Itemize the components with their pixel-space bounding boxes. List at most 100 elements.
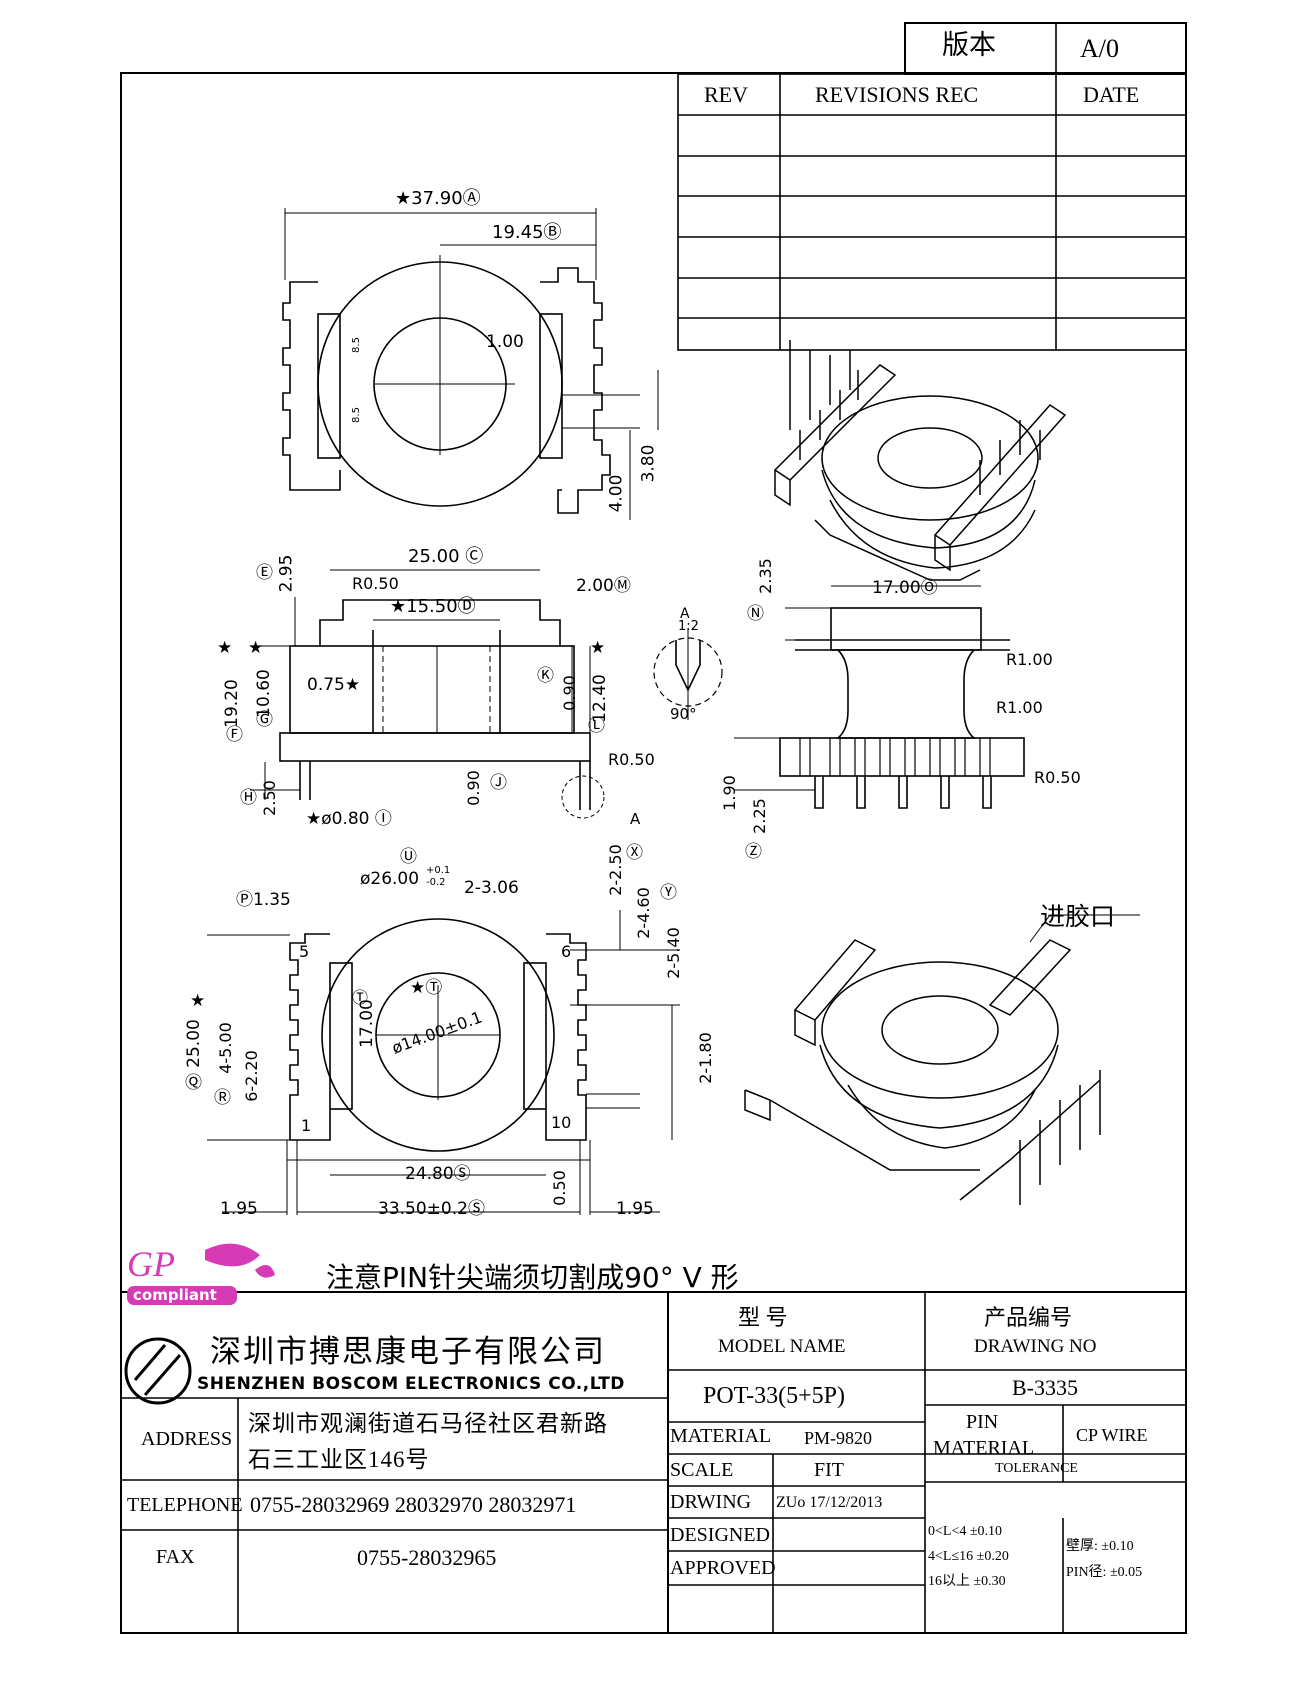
dim-t-label: Ⓣ — [352, 988, 369, 1007]
dim-e-2-95: 2.95 — [276, 554, 297, 593]
dim-s-0-50: 0.50 — [549, 1170, 569, 1206]
date-header: DATE — [1083, 82, 1140, 107]
dim-d: ★15.50Ⓓ — [390, 596, 476, 617]
dim-h-label: Ⓗ — [240, 788, 257, 808]
dim-1-00: 1.00 — [486, 332, 524, 352]
fax-label: FAX — [156, 1546, 195, 1568]
pin-cut-note: 注意PIN针尖端须切割成90° V 形 — [326, 1261, 739, 1294]
dim-star-f: ★ — [217, 638, 233, 658]
dim-k-label: Ⓚ — [537, 666, 554, 686]
dim-f-19-20: 19.20 — [221, 679, 242, 728]
company-logo — [124, 1337, 194, 1407]
pin-material-value: CP WIRE — [1076, 1425, 1148, 1445]
scale-value: FIT — [814, 1459, 844, 1481]
dim-y-label: Ⓨ — [660, 883, 677, 903]
dim-1-90: 1.90 — [719, 775, 739, 811]
dim-k-0-90: 0.90 — [559, 675, 579, 711]
version-label: 版本 — [942, 30, 996, 60]
dim-e-label: Ⓔ — [256, 563, 273, 583]
scale-label: SCALE — [670, 1459, 734, 1481]
dim-m: 2.00Ⓜ — [576, 576, 631, 596]
dim-r-4-5: 4-5.00 — [215, 1022, 235, 1074]
pin-1: 1 — [301, 1116, 312, 1135]
dim-u-tol-minus: -0.2 — [426, 877, 446, 888]
dim-j-label: Ⓙ — [490, 773, 507, 793]
dim-4-00: 4.00 — [606, 474, 627, 513]
gp-compliant-text: compliant — [133, 1286, 217, 1304]
dim-t-star: ★Ⓣ — [410, 978, 443, 998]
dim-n-2-35: 2.35 — [755, 558, 775, 594]
telephone-label: TELEPHONE — [127, 1494, 243, 1516]
dim-2-3-06: 2-3.06 — [464, 878, 519, 898]
dim-star-q: ★ — [190, 991, 206, 1011]
pin-6: 6 — [561, 942, 572, 961]
material-value: PM-9820 — [804, 1428, 873, 1448]
dim-8-5-b: 8.5 — [350, 407, 362, 423]
drawing-label-en: DRAWING NO — [974, 1336, 1097, 1357]
dim-z-2-25: 2.25 — [749, 798, 769, 834]
dim-2-1-80: 2-1.80 — [695, 1032, 715, 1084]
dim-y-5-40: 2-5.40 — [663, 927, 683, 979]
dim-b: 19.45Ⓑ — [492, 222, 562, 243]
dim-h-2-50: 2.50 — [259, 780, 279, 816]
dim-x-label: Ⓧ — [626, 843, 643, 863]
dim-8-5-a: 8.5 — [350, 337, 362, 353]
dim-u-label: Ⓤ — [400, 847, 417, 867]
dim-star-g: ★ — [248, 638, 264, 658]
version-value: A/0 — [1080, 34, 1119, 63]
dim-6-2-20: 6-2.20 — [241, 1050, 261, 1102]
dim-q-label: Ⓠ — [185, 1073, 202, 1093]
tolerance-row-1: 0<L<4 ±0.10 — [928, 1524, 1003, 1539]
dim-r050-c: R0.50 — [1034, 768, 1081, 787]
tolerance-label: TOLERANCE — [995, 1461, 1078, 1476]
dim-x-2-50: 2-2.50 — [605, 844, 625, 896]
dim-g-label: Ⓖ — [256, 710, 273, 730]
fax-value: 0755-28032965 — [357, 1545, 497, 1570]
address-line1: 深圳市观澜街道石马径社区君新路 — [248, 1411, 608, 1436]
detail-a-ratio: 1:2 — [678, 619, 699, 634]
telephone-value: 0755-28032969 28032970 28032971 — [250, 1492, 577, 1517]
address-line2: 石三工业区146号 — [248, 1447, 430, 1472]
material-label: MATERIAL — [670, 1425, 772, 1447]
pin-label-2: MATERIAL — [933, 1437, 1035, 1459]
dim-s-33-50: 33.50±0.2Ⓢ — [378, 1199, 485, 1219]
detail-90deg: 90° — [670, 705, 697, 723]
model-label-en: MODEL NAME — [718, 1336, 846, 1357]
model-value: POT-33(5+5P) — [703, 1383, 845, 1409]
dim-3-80: 3.80 — [638, 444, 659, 483]
dim-f-label: Ⓕ — [226, 725, 243, 745]
tolerance-row-2: 4<L≤16 ±0.20 — [928, 1549, 1009, 1564]
dim-u-26: ø26.00 — [360, 869, 420, 889]
gate-label: 进胶口 — [1040, 904, 1116, 931]
drwing-value: ZUo 17/12/2013 — [776, 1494, 883, 1511]
company-name-en: SHENZHEN BOSCOM ELECTRONICS CO.,LTD — [197, 1374, 625, 1394]
dim-u-tol-plus: +0.1 — [426, 865, 451, 876]
rev-header: REV — [704, 82, 748, 107]
dim-c: 25.00 Ⓒ — [408, 546, 484, 567]
dim-i: ★ø0.80 Ⓘ — [306, 809, 392, 829]
drwing-label: DRWING — [670, 1491, 752, 1513]
tolerance-row-3: 16以上 ±0.30 — [928, 1574, 1006, 1589]
dim-r-label: Ⓡ — [214, 1088, 231, 1108]
revisions-rec-header: REVISIONS REC — [815, 82, 979, 107]
dim-l-label: Ⓛ — [588, 716, 605, 736]
dim-1-95-left: 1.95 — [220, 1199, 258, 1219]
approved-label: APPROVED — [670, 1557, 776, 1579]
dim-0-75: 0.75★ — [307, 675, 361, 695]
dim-r050-a: R0.50 — [352, 574, 399, 593]
dim-y-4-60: 2-4.60 — [633, 887, 653, 939]
dim-q-25: 25.00 — [183, 1019, 204, 1068]
detail-a-top: A — [680, 606, 690, 622]
dim-j-0-90: 0.90 — [463, 770, 483, 806]
address-label: ADDRESS — [141, 1428, 233, 1450]
pin-5: 5 — [299, 942, 310, 961]
dim-p: Ⓟ1.35 — [236, 890, 291, 910]
dim-r100-a: R1.00 — [1006, 650, 1053, 669]
model-label-cn: 型 号 — [738, 1305, 788, 1330]
dim-a: ★37.90Ⓐ — [395, 188, 481, 209]
tolerance-wall: 壁厚: ±0.10 — [1066, 1539, 1134, 1554]
dim-star-l: ★ — [590, 638, 606, 658]
gp-logo-text: GP — [127, 1244, 175, 1284]
dim-1-95-right: 1.95 — [616, 1199, 654, 1219]
